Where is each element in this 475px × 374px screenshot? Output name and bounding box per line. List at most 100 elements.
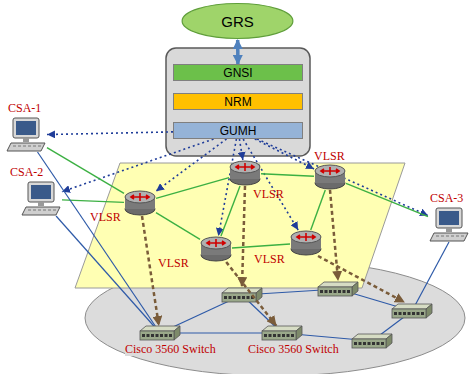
monitor: [28, 182, 54, 202]
switch-node: Cisco 3560 Switch: [140, 326, 180, 340]
switch-top: [222, 288, 262, 293]
switch-front: [262, 331, 296, 340]
computer-node: CSA-3: [428, 208, 470, 242]
keyboard: [22, 207, 60, 215]
control-link: [242, 186, 245, 286]
keyboard: [430, 233, 468, 241]
host-label: CSA-1: [8, 101, 41, 115]
data-link: [346, 183, 428, 216]
module-band: GNSI: [173, 64, 303, 81]
switch-ports: [320, 290, 350, 293]
switch-link: [412, 242, 449, 311]
data-link: [156, 213, 200, 240]
router-label: VLSR: [254, 252, 285, 266]
switch-icon: [222, 288, 262, 302]
management-arrow: [156, 139, 227, 191]
screen: [16, 121, 36, 135]
router-arrows: [297, 233, 315, 241]
switch-side: [174, 326, 180, 340]
router-label: VLSR: [253, 187, 284, 201]
control-arrow: [226, 262, 276, 326]
keys: [13, 146, 41, 147]
switch-ports: [142, 334, 172, 337]
switch-side: [256, 288, 262, 302]
keys: [436, 236, 464, 237]
switch-side: [296, 326, 302, 340]
switch-top: [352, 334, 392, 339]
switch-icon: [392, 304, 432, 318]
data-link: [47, 148, 124, 194]
switch-front: [140, 331, 174, 340]
keys: [28, 210, 56, 211]
router-label: VLSR: [314, 149, 345, 163]
host-label: CSA-3: [430, 191, 463, 205]
stand: [446, 228, 452, 232]
switch-node: Cisco 3560 Switch: [262, 326, 302, 340]
router-icon: [290, 230, 322, 256]
router-label: VLSR: [90, 210, 121, 224]
switch-side: [352, 282, 358, 296]
management-arrow: [255, 139, 314, 169]
router-icon: [314, 164, 346, 190]
switch-top: [262, 326, 302, 331]
pc-icon: [428, 208, 470, 242]
switch-label: Cisco 3560 Switch: [248, 342, 339, 356]
data-link: [232, 244, 290, 248]
switch-top: [318, 282, 358, 287]
screen: [439, 211, 459, 225]
server-box: [166, 48, 310, 156]
data-link: [261, 174, 314, 176]
router-icon: [200, 236, 232, 262]
module-band: NRM: [173, 93, 303, 110]
management-arrow: [47, 132, 173, 135]
band-label: NRM: [224, 95, 251, 109]
switch-link: [38, 152, 156, 326]
switch-icon: [318, 282, 358, 296]
switch-front: [352, 339, 386, 348]
router-top: [201, 237, 231, 249]
switch-ports: [224, 296, 254, 299]
computer-node: CSA-1: [5, 118, 47, 152]
router-top: [291, 231, 321, 243]
stand: [23, 138, 29, 142]
switch-front: [392, 309, 426, 318]
data-link: [311, 190, 326, 230]
router-node: VLSR: [314, 164, 346, 190]
router-icon: [229, 160, 261, 186]
switch-ports: [354, 342, 384, 345]
router-label: VLSR: [158, 256, 189, 270]
router-icon: [124, 190, 156, 216]
switch-link: [56, 216, 154, 326]
stand: [38, 202, 44, 206]
management-arrow: [62, 139, 214, 192]
monitor: [436, 208, 462, 228]
switch-icon: [352, 334, 392, 348]
data-link: [221, 186, 240, 236]
band-label: GUMH: [220, 124, 257, 138]
switch-label: Cisco 3560 Switch: [125, 342, 216, 356]
router-node: VLSR: [290, 230, 322, 256]
data-link: [156, 178, 229, 199]
computer-node: CSA-2: [20, 182, 62, 216]
screen: [31, 185, 51, 199]
switch-side: [386, 334, 392, 348]
pc-icon: [20, 182, 62, 216]
router-top: [230, 161, 260, 173]
switch-top: [392, 304, 432, 309]
keyboard: [7, 143, 45, 151]
node-title: GRS: [221, 13, 254, 30]
router-node: VLSR: [124, 190, 156, 216]
switch-ports: [394, 312, 424, 315]
control-plane: [75, 163, 405, 288]
switch-ports: [264, 334, 294, 337]
router-arrows: [131, 193, 149, 201]
router-top: [315, 165, 345, 177]
router-node: VLSR: [229, 160, 261, 186]
band-label: GNSI: [223, 66, 252, 80]
switch-front: [222, 293, 256, 302]
monitor: [13, 118, 39, 138]
router-arrows: [321, 167, 339, 175]
switch-front: [318, 287, 352, 296]
